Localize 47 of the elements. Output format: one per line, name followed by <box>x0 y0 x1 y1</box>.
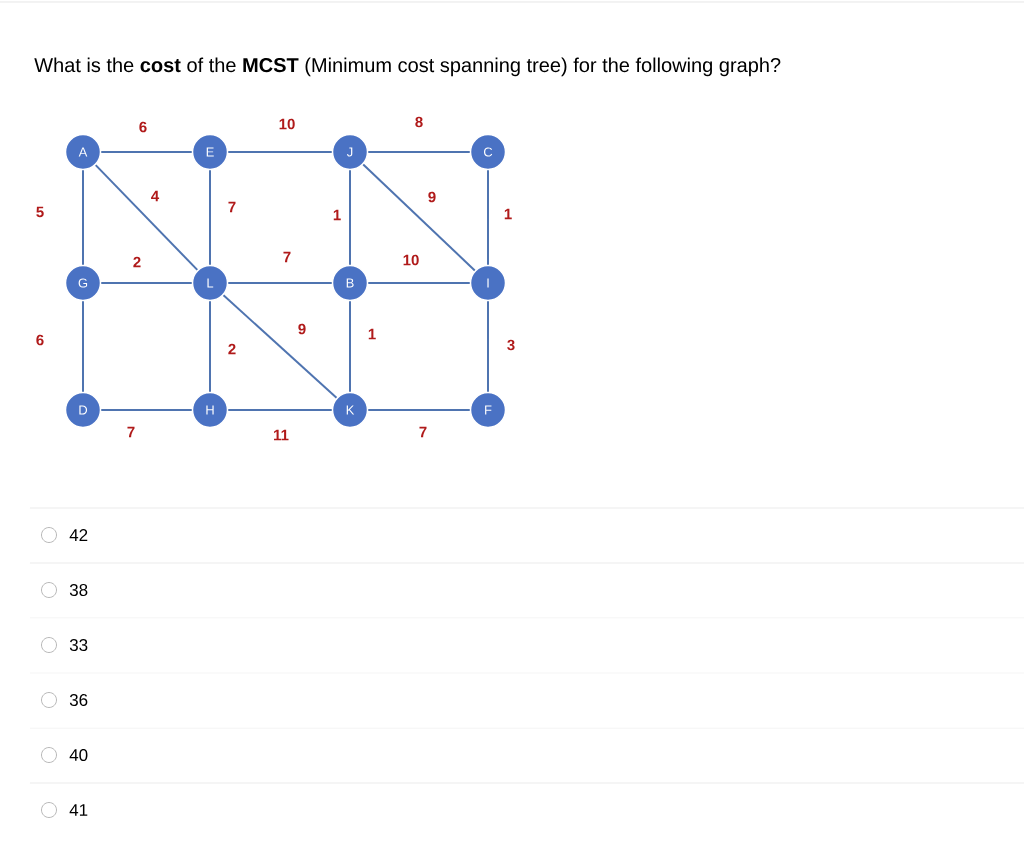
edge-line <box>487 300 489 393</box>
edge-weight: 1 <box>331 208 343 222</box>
edge-weight: 10 <box>277 117 297 131</box>
edge-weight: 1 <box>502 207 514 221</box>
answer-option: 41 <box>69 804 88 816</box>
edge-weight: 4 <box>149 189 161 203</box>
edge-line <box>349 300 351 393</box>
edge-line <box>227 282 333 284</box>
answer-option: 38 <box>69 584 88 597</box>
edge-weight: 7 <box>125 425 137 439</box>
edge-line <box>100 151 193 153</box>
edge-weight: 8 <box>413 115 425 129</box>
edge-line <box>487 169 489 266</box>
edge-weight: 6 <box>137 120 149 134</box>
edge-weight: 9 <box>296 322 308 336</box>
edge-line <box>82 300 84 393</box>
edge-weight: 2 <box>226 342 238 356</box>
edge-weight: 11 <box>272 428 290 442</box>
edge-line <box>94 164 199 271</box>
edge-weight: 7 <box>417 425 429 439</box>
edge-line <box>82 169 84 266</box>
edge-weight: 3 <box>505 338 517 352</box>
edge-weight: 5 <box>34 205 46 219</box>
edge-line <box>209 300 211 393</box>
answer-option: 36 <box>69 694 88 707</box>
edge-line <box>367 151 471 153</box>
edge-line <box>209 169 211 266</box>
edge-line <box>100 409 193 411</box>
edge-line <box>100 282 193 284</box>
edge-line <box>367 282 471 284</box>
edge-line <box>222 294 338 399</box>
edge-line <box>227 151 333 153</box>
answer-option: 33 <box>69 639 88 652</box>
edge-line <box>362 163 476 272</box>
answer-option: 40 <box>69 749 88 762</box>
edge-weight: 9 <box>426 190 438 204</box>
edge-weight: 7 <box>281 250 293 264</box>
edge-weight: 10 <box>401 253 421 267</box>
edge-weight: 7 <box>226 200 238 214</box>
edge-weight: 1 <box>366 327 378 341</box>
edge-weight: 6 <box>34 333 46 347</box>
question-text: What is the cost of the MCST (Minimum cost spanning tree) for the following graph? <box>34 57 781 77</box>
edge-line <box>367 409 471 411</box>
edge-line <box>227 409 333 411</box>
answer-option: 42 <box>69 529 88 541</box>
edge-weight: 2 <box>131 255 143 269</box>
edge-line <box>349 169 351 266</box>
